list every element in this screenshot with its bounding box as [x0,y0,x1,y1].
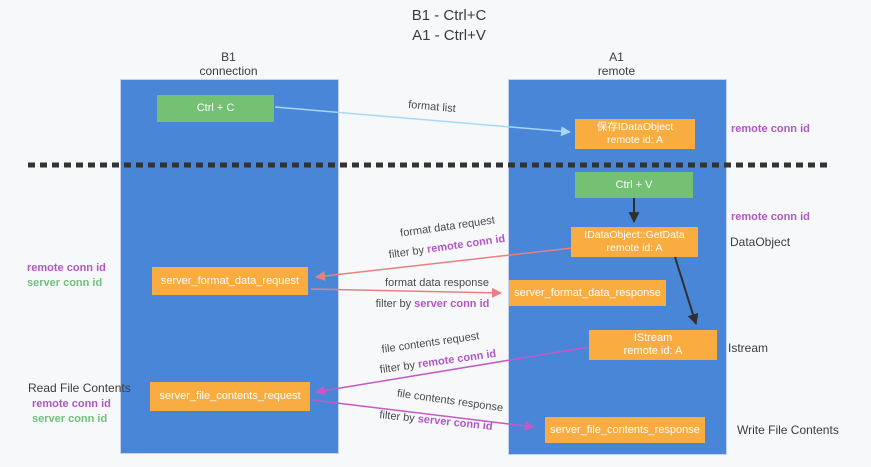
node-ctrl-v: Ctrl + V [575,172,693,198]
filter-prefix-3: filter by [379,359,416,377]
node-idataobject-getdata: IDataObject::GetData remote id: A [571,227,698,257]
node-server-file-contents-request-label: server_file_contents_request [159,390,301,402]
label-remote-conn-id-left-2: remote conn id [32,398,111,410]
node-server-format-data-response-label: server_format_data_response [514,286,661,299]
filter-prefix-1: filter by [388,244,425,262]
node-istream-line1: IStream [633,332,673,344]
filter-highlight-server-1: server conn id [414,298,490,310]
label-read-file-contents: Read File Contents [28,381,131,395]
node-server-file-contents-request: server_file_contents_request [150,382,310,411]
label-dataobject: DataObject [730,235,791,249]
node-ctrl-c: Ctrl + C [157,95,274,122]
node-save-idataobject-line2: remote id: A [606,134,664,146]
filter-prefix-2: filter by [375,298,412,310]
edge-label-format-data-response: format data response [385,277,489,289]
diagram-title: B1 - Ctrl+C A1 - Ctrl+V [149,6,749,46]
lane-b1-subtitle: connection [199,64,258,78]
node-save-idataobject-line1: 保存IDataObject [596,121,674,133]
node-istream: IStream remote id: A [589,330,717,360]
edge-label-filter-server-2: filter by server conn id [371,408,502,434]
label-server-conn-id-left-2: server conn id [32,413,108,425]
node-server-format-data-response: server_format_data_response [509,280,666,306]
node-idataobject-getdata-line1: IDataObject::GetData [584,229,685,241]
label-remote-conn-id-mid: remote conn id [731,211,810,223]
arrow-format-data-response [310,287,502,298]
label-server-conn-id-left-1: server conn id [27,277,103,289]
node-server-file-contents-response-label: server_file_contents_response [550,423,700,436]
node-istream-line2: remote id: A [623,345,683,357]
title-line-1: B1 - Ctrl+C [411,7,487,24]
node-server-format-data-request-label: server_format_data_request [160,274,300,287]
node-save-idataobject: 保存IDataObject remote id: A [575,119,695,149]
label-remote-conn-id-left-1: remote conn id [27,262,106,274]
lane-a1-name: A1 [609,50,624,64]
lane-header-a1: A1 remote [508,50,725,78]
filter-highlight-remote-2: remote conn id [417,347,497,371]
lane-header-b1: B1 connection [120,50,337,78]
node-ctrl-c-label: Ctrl + C [196,102,235,114]
filter-highlight-remote-1: remote conn id [426,232,506,256]
title-line-2: A1 - Ctrl+V [412,27,486,44]
edge-label-file-contents-response: file contents response [396,387,504,415]
node-ctrl-v-label: Ctrl + V [615,178,653,191]
label-write-file-contents: Write File Contents [737,423,839,437]
label-remote-conn-id-top: remote conn id [731,123,810,135]
filter-prefix-4: filter by [378,409,416,425]
filter-highlight-server-2: server conn id [417,413,494,433]
node-server-format-data-request: server_format_data_request [152,267,308,295]
lane-a1-subtitle: remote [597,64,636,78]
edge-label-format-list: format list [407,98,457,116]
node-server-file-contents-response: server_file_contents_response [545,417,705,443]
label-istream: Istream [728,341,769,355]
node-idataobject-getdata-line2: remote id: A [606,242,663,254]
lane-b1-name: B1 [221,50,236,64]
edge-label-filter-server-1: filter by server conn id [370,298,495,310]
